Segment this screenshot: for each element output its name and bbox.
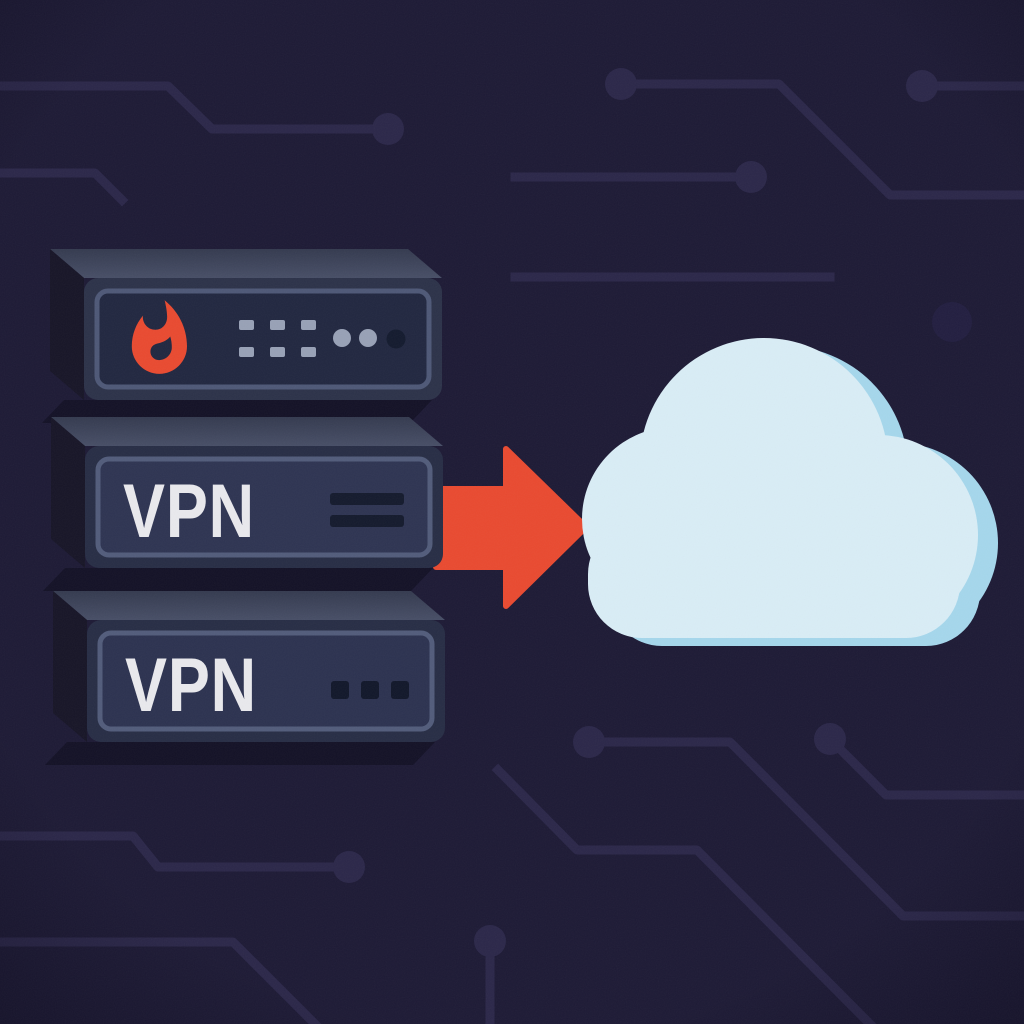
vpn-to-cloud-illustration: VPN VPN bbox=[0, 0, 1024, 1024]
grain-overlay bbox=[0, 0, 1024, 1024]
illustration-canvas: VPN VPN bbox=[0, 0, 1024, 1024]
